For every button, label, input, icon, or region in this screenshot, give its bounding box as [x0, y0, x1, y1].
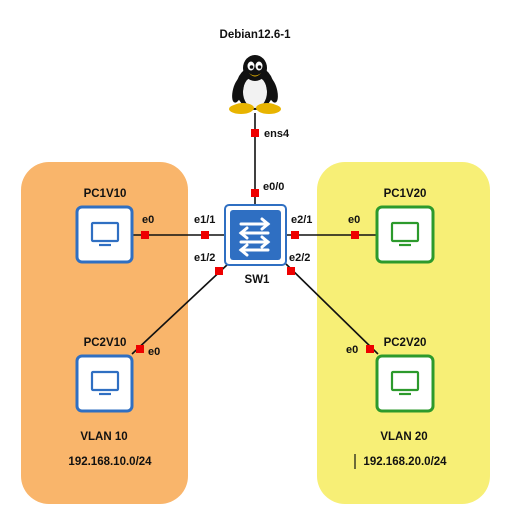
- port-label-pc2v10: e0: [148, 346, 160, 358]
- port-marker-e2-2: [287, 267, 295, 275]
- monitor-icon: [390, 221, 420, 247]
- vlan20-zone: [317, 162, 490, 504]
- port-marker-pc2v10-e0: [136, 345, 144, 353]
- port-label-pc2v20: e0: [346, 344, 358, 356]
- port-label-e0-0: e0/0: [263, 181, 284, 193]
- port-marker-e1-2: [215, 267, 223, 275]
- port-marker-pc1v10-e0: [141, 231, 149, 239]
- pc1v10-label: PC1V10: [84, 188, 127, 200]
- port-label-pc1v20: e0: [348, 214, 360, 226]
- pc2v10-node[interactable]: [75, 354, 134, 413]
- monitor-icon: [390, 370, 420, 396]
- pc2v10-label: PC2V10: [84, 337, 127, 349]
- switch-arrows-icon: [238, 217, 271, 257]
- link-pc2v20-sw1: [285, 263, 379, 355]
- host-label: Debian12.6-1: [220, 29, 292, 41]
- debian-host-node[interactable]: [229, 55, 281, 114]
- port-marker-e0-0: [251, 189, 259, 197]
- port-marker-ens4: [251, 129, 259, 137]
- vlan10-name: VLAN 10: [80, 431, 127, 443]
- monitor-icon: [90, 370, 120, 396]
- switch-sw1-node[interactable]: [224, 204, 287, 266]
- port-label-e2-2: e2/2: [289, 252, 310, 264]
- link-pc2v10-sw1: [131, 263, 229, 355]
- port-marker-e2-1: [291, 231, 299, 239]
- pc2v20-label: PC2V20: [384, 337, 427, 349]
- port-markers: [136, 129, 374, 353]
- pc2v20-node[interactable]: [375, 354, 435, 413]
- port-label-e1-1: e1/1: [194, 214, 215, 226]
- port-marker-pc2v20-e0: [366, 345, 374, 353]
- vlan20-name: VLAN 20: [380, 431, 427, 443]
- port-label-pc1v10: e0: [142, 214, 154, 226]
- port-marker-e1-1: [201, 231, 209, 239]
- monitor-icon: [90, 221, 120, 247]
- vlan10-zone: [21, 162, 188, 504]
- switch-icon: [230, 210, 281, 260]
- pc1v20-label: PC1V20: [384, 188, 427, 200]
- port-label-e1-2: e1/2: [194, 252, 215, 264]
- penguin-icon: [229, 55, 281, 114]
- pc1v10-node[interactable]: [75, 205, 134, 264]
- vlan20-subnet[interactable]: 192.168.20.0/24: [363, 456, 447, 468]
- vlan10-subnet: 192.168.10.0/24: [68, 456, 152, 468]
- port-label-ens4: ens4: [264, 128, 290, 140]
- port-marker-pc1v20-e0: [351, 231, 359, 239]
- port-label-e2-1: e2/1: [291, 214, 312, 226]
- switch-label: SW1: [245, 274, 271, 286]
- pc1v20-node[interactable]: [375, 205, 435, 264]
